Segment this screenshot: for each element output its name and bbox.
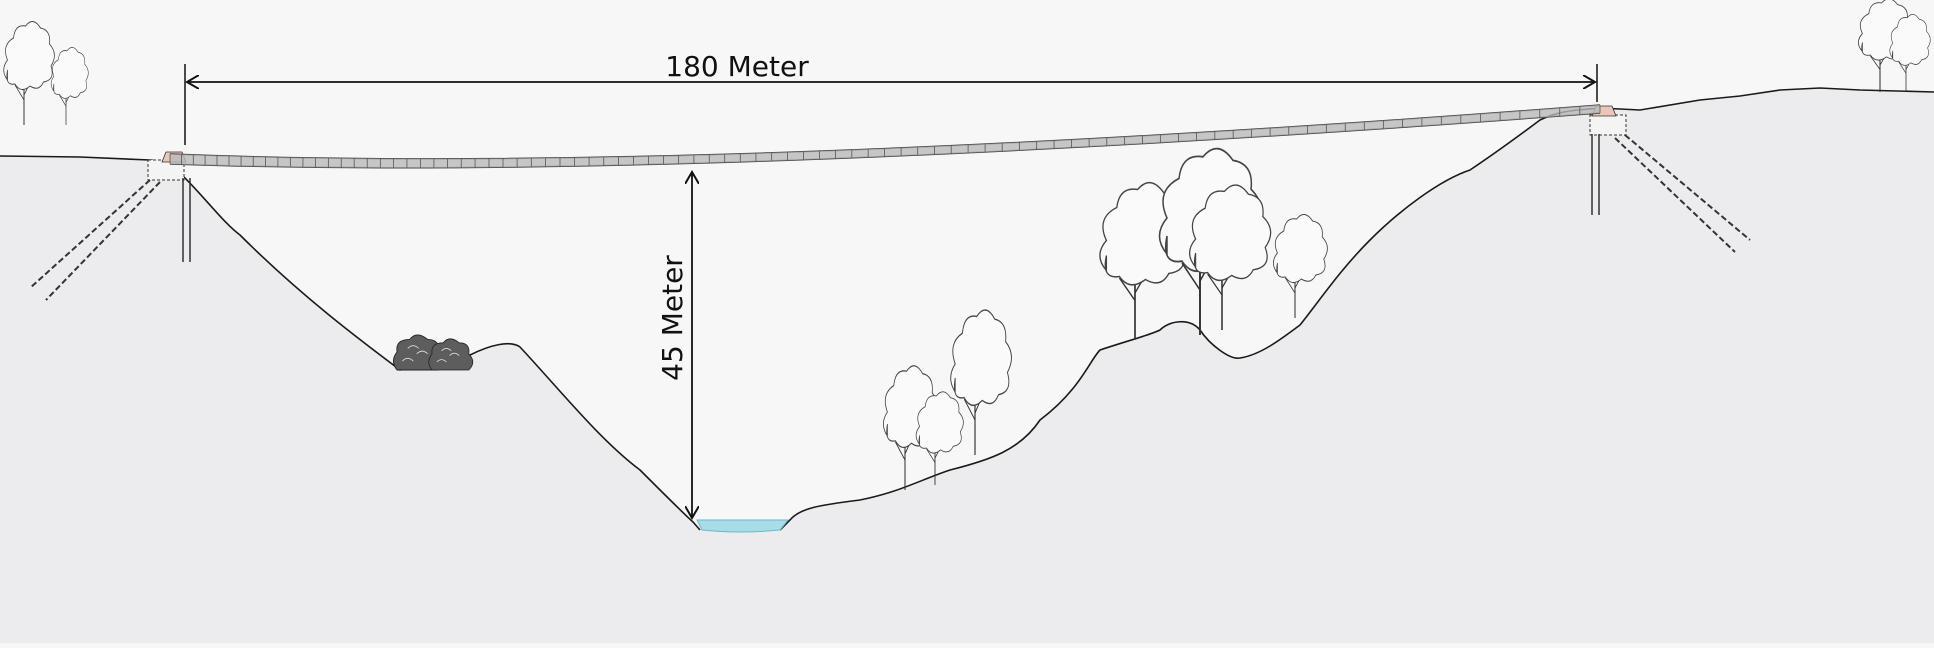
valley-terrain — [0, 88, 1934, 643]
height-label: 45 Meter — [656, 255, 689, 381]
height-dimension: 45 Meter — [656, 172, 692, 518]
river-water — [696, 519, 790, 533]
span-dimension: 180 Meter — [184, 50, 1598, 145]
span-label: 180 Meter — [665, 50, 809, 83]
suspension-bridge — [169, 104, 1601, 169]
